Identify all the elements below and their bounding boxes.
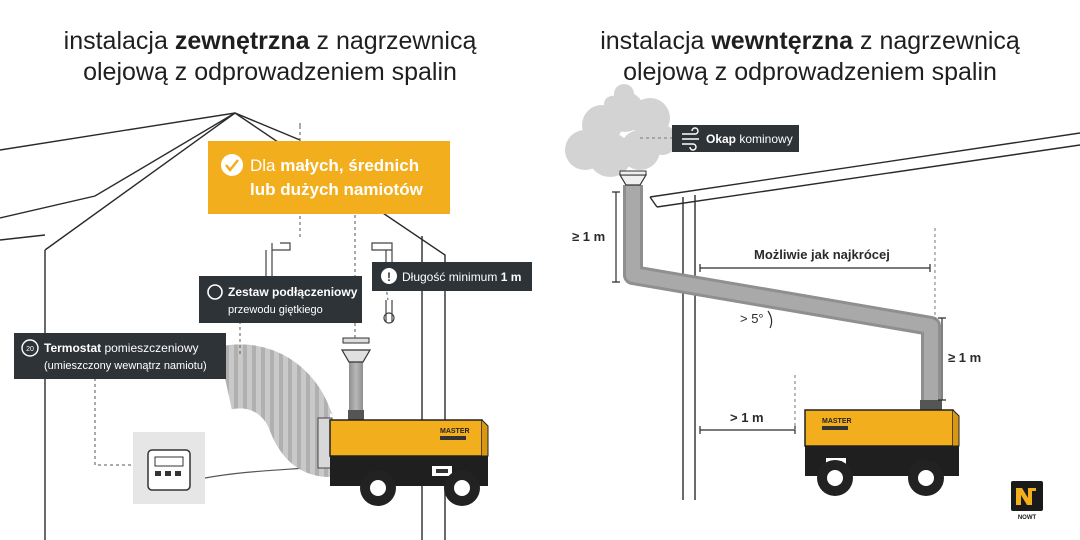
heater-left-brand: MASTER xyxy=(440,428,470,435)
left-title: instalacja zewnętrzna z nagrzewnicą olej… xyxy=(0,26,540,88)
exclamation-icon xyxy=(381,268,397,284)
right-title: instalacja wewntęrzna z nagrzewnicą olej… xyxy=(540,26,1080,88)
heater-right-brand: MASTER xyxy=(822,418,852,425)
brand-logo: NOWT xyxy=(1011,481,1043,521)
dimension-lines xyxy=(612,191,946,434)
flexible-duct xyxy=(218,344,335,477)
heater-left: MASTER xyxy=(329,419,489,506)
dim-top-vertical: ≥ 1 m xyxy=(572,229,605,244)
svg-text:20: 20 xyxy=(26,346,34,353)
svg-text:Termostat pomieszczeniowy: Termostat pomieszczeniowy xyxy=(44,341,199,355)
right-title-line1: instalacja wewntęrzna z nagrzewnicą xyxy=(600,27,1020,55)
dim-right-vertical: ≥ 1 m xyxy=(948,350,981,365)
svg-text:lub dużych namiotów: lub dużych namiotów xyxy=(250,180,424,199)
left-title-line1: instalacja zewnętrzna z nagrzewnicą xyxy=(63,27,477,55)
dimension-guides xyxy=(640,137,936,430)
svg-text:Okap kominowy: Okap kominowy xyxy=(706,132,793,146)
heater-right: MASTER xyxy=(804,409,960,496)
flue-pipe-right xyxy=(618,170,942,410)
building-outline xyxy=(649,132,1080,500)
svg-text:Dla małych, średnich: Dla małych, średnich xyxy=(250,156,419,175)
callout-tent-size: Dla małych, średnich lub dużych namiotów xyxy=(208,141,450,214)
left-title-line2: olejową z odprowadzeniem spalin xyxy=(83,58,457,86)
logo-text: NOWT xyxy=(1018,515,1037,521)
svg-text:!: ! xyxy=(387,270,391,284)
callout-connection-kit: Zestaw podłączeniowy przewodu giętkiego xyxy=(199,276,362,323)
svg-text:przewodu giętkiego: przewodu giętkiego xyxy=(228,304,323,316)
exhaust-chimney xyxy=(340,337,372,420)
svg-text:Zestaw podłączeniowy: Zestaw podłączeniowy xyxy=(228,285,358,299)
circle-icon xyxy=(207,284,223,300)
dim-horizontal: > 1 m xyxy=(730,410,764,425)
thermostat-device xyxy=(133,432,205,504)
check-icon xyxy=(221,154,243,176)
svg-text:(umieszczony wewnątrz namiotu): (umieszczony wewnątrz namiotu) xyxy=(44,360,207,372)
svg-text:Długość minimum 1 m: Długość minimum 1 m xyxy=(402,270,521,284)
callout-thermostat: 20 Termostat pomieszczeniowy (umieszczon… xyxy=(14,333,226,379)
right-title-line2: olejową z odprowadzeniem spalin xyxy=(623,58,997,86)
dim-angle: > 5° xyxy=(740,311,764,326)
dim-shortest: Możliwie jak najkrócej xyxy=(754,247,890,262)
thermostat-icon xyxy=(21,339,39,357)
wind-icon xyxy=(682,127,699,151)
callout-length: ! Długość minimum 1 m xyxy=(372,262,532,291)
smoke xyxy=(565,84,677,177)
callout-hood: Okap kominowy xyxy=(672,125,799,152)
chimney-hood xyxy=(618,174,648,186)
